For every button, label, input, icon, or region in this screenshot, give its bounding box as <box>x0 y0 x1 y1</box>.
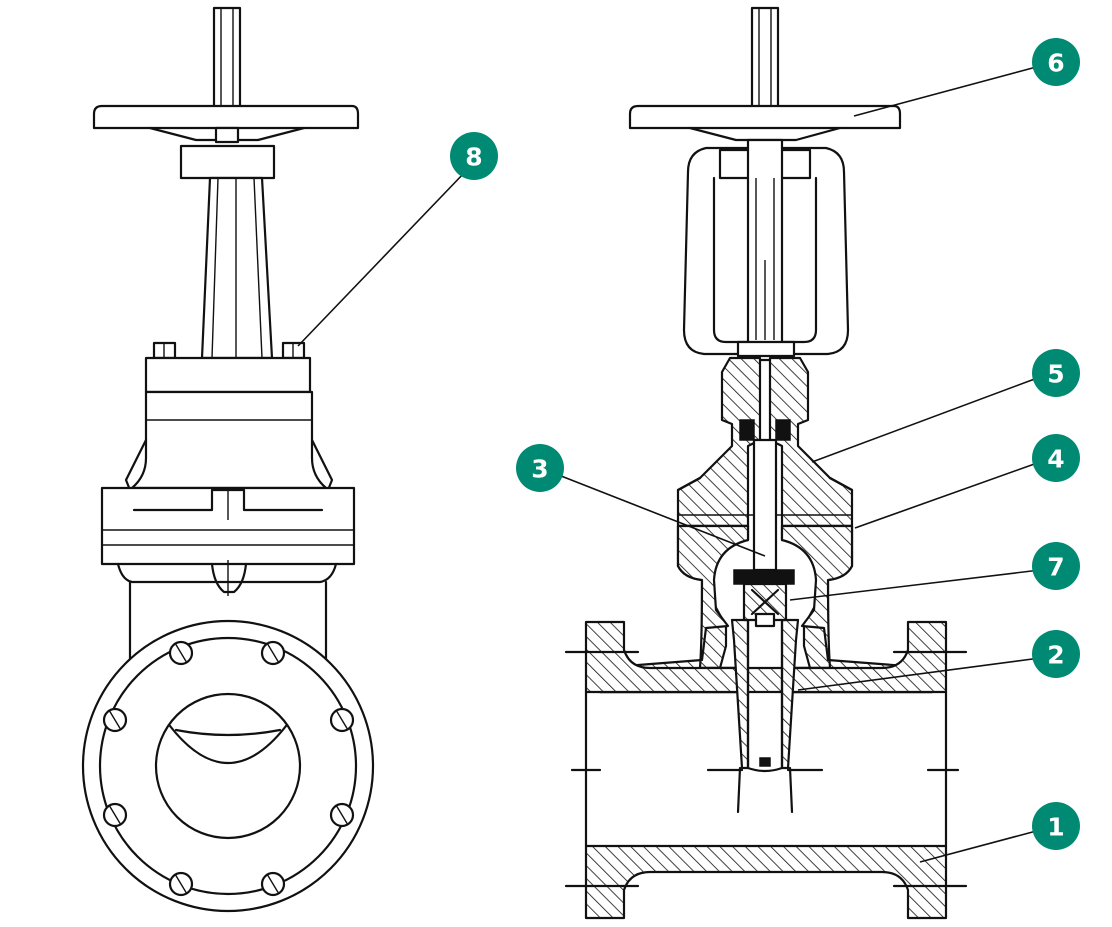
callout-4: 4 <box>1032 434 1080 482</box>
callout-6: 6 <box>1032 38 1080 86</box>
leader-1 <box>919 829 1041 863</box>
exterior-bolt-holes <box>102 640 355 897</box>
callouts: 8 6 5 4 3 7 2 1 <box>450 38 1080 850</box>
callout-6-circle <box>1032 38 1080 86</box>
exterior-end-flange <box>81 619 375 913</box>
leader-4 <box>854 461 1041 529</box>
callout-8-circle <box>450 132 498 180</box>
section-handwheel <box>628 104 902 130</box>
callout-8: 8 <box>450 132 498 180</box>
section-wedge <box>706 618 824 814</box>
callout-5-circle <box>1032 349 1080 397</box>
callout-7-circle <box>1032 542 1080 590</box>
leader-8 <box>297 171 466 347</box>
callout-8-label: 8 <box>465 143 482 172</box>
exterior-handwheel <box>92 104 360 130</box>
exterior-bonnet <box>130 390 328 490</box>
callout-6-label: 6 <box>1047 49 1064 78</box>
leader-3 <box>555 473 766 557</box>
exterior-stem-nut <box>179 144 276 180</box>
leader-6 <box>853 65 1041 117</box>
callout-2: 2 <box>1032 630 1080 678</box>
section-stem <box>750 6 780 110</box>
callout-2-label: 2 <box>1047 641 1064 670</box>
section-stem-nut <box>733 569 795 628</box>
callout-1: 1 <box>1032 802 1080 850</box>
leader-5 <box>811 376 1041 463</box>
leader-2 <box>797 657 1041 691</box>
callout-5-label: 5 <box>1047 360 1064 389</box>
callout-2-circle <box>1032 630 1080 678</box>
callout-7: 7 <box>1032 542 1080 590</box>
callout-3: 3 <box>516 444 564 492</box>
section-bottom-wall <box>584 844 948 920</box>
leader-lines <box>297 65 1041 863</box>
exterior-view <box>81 6 375 913</box>
section-view <box>564 6 968 920</box>
callout-7-label: 7 <box>1047 553 1064 582</box>
exterior-bonnet-top <box>144 356 312 394</box>
callout-3-label: 3 <box>531 455 548 484</box>
leader-7 <box>789 569 1041 601</box>
callout-4-circle <box>1032 434 1080 482</box>
section-bonnet <box>676 356 762 528</box>
callout-5: 5 <box>1032 349 1080 397</box>
exterior-stem <box>212 6 242 110</box>
callout-1-label: 1 <box>1047 813 1064 842</box>
callout-4-label: 4 <box>1047 445 1064 474</box>
callout-1-circle <box>1032 802 1080 850</box>
callout-3-circle <box>516 444 564 492</box>
